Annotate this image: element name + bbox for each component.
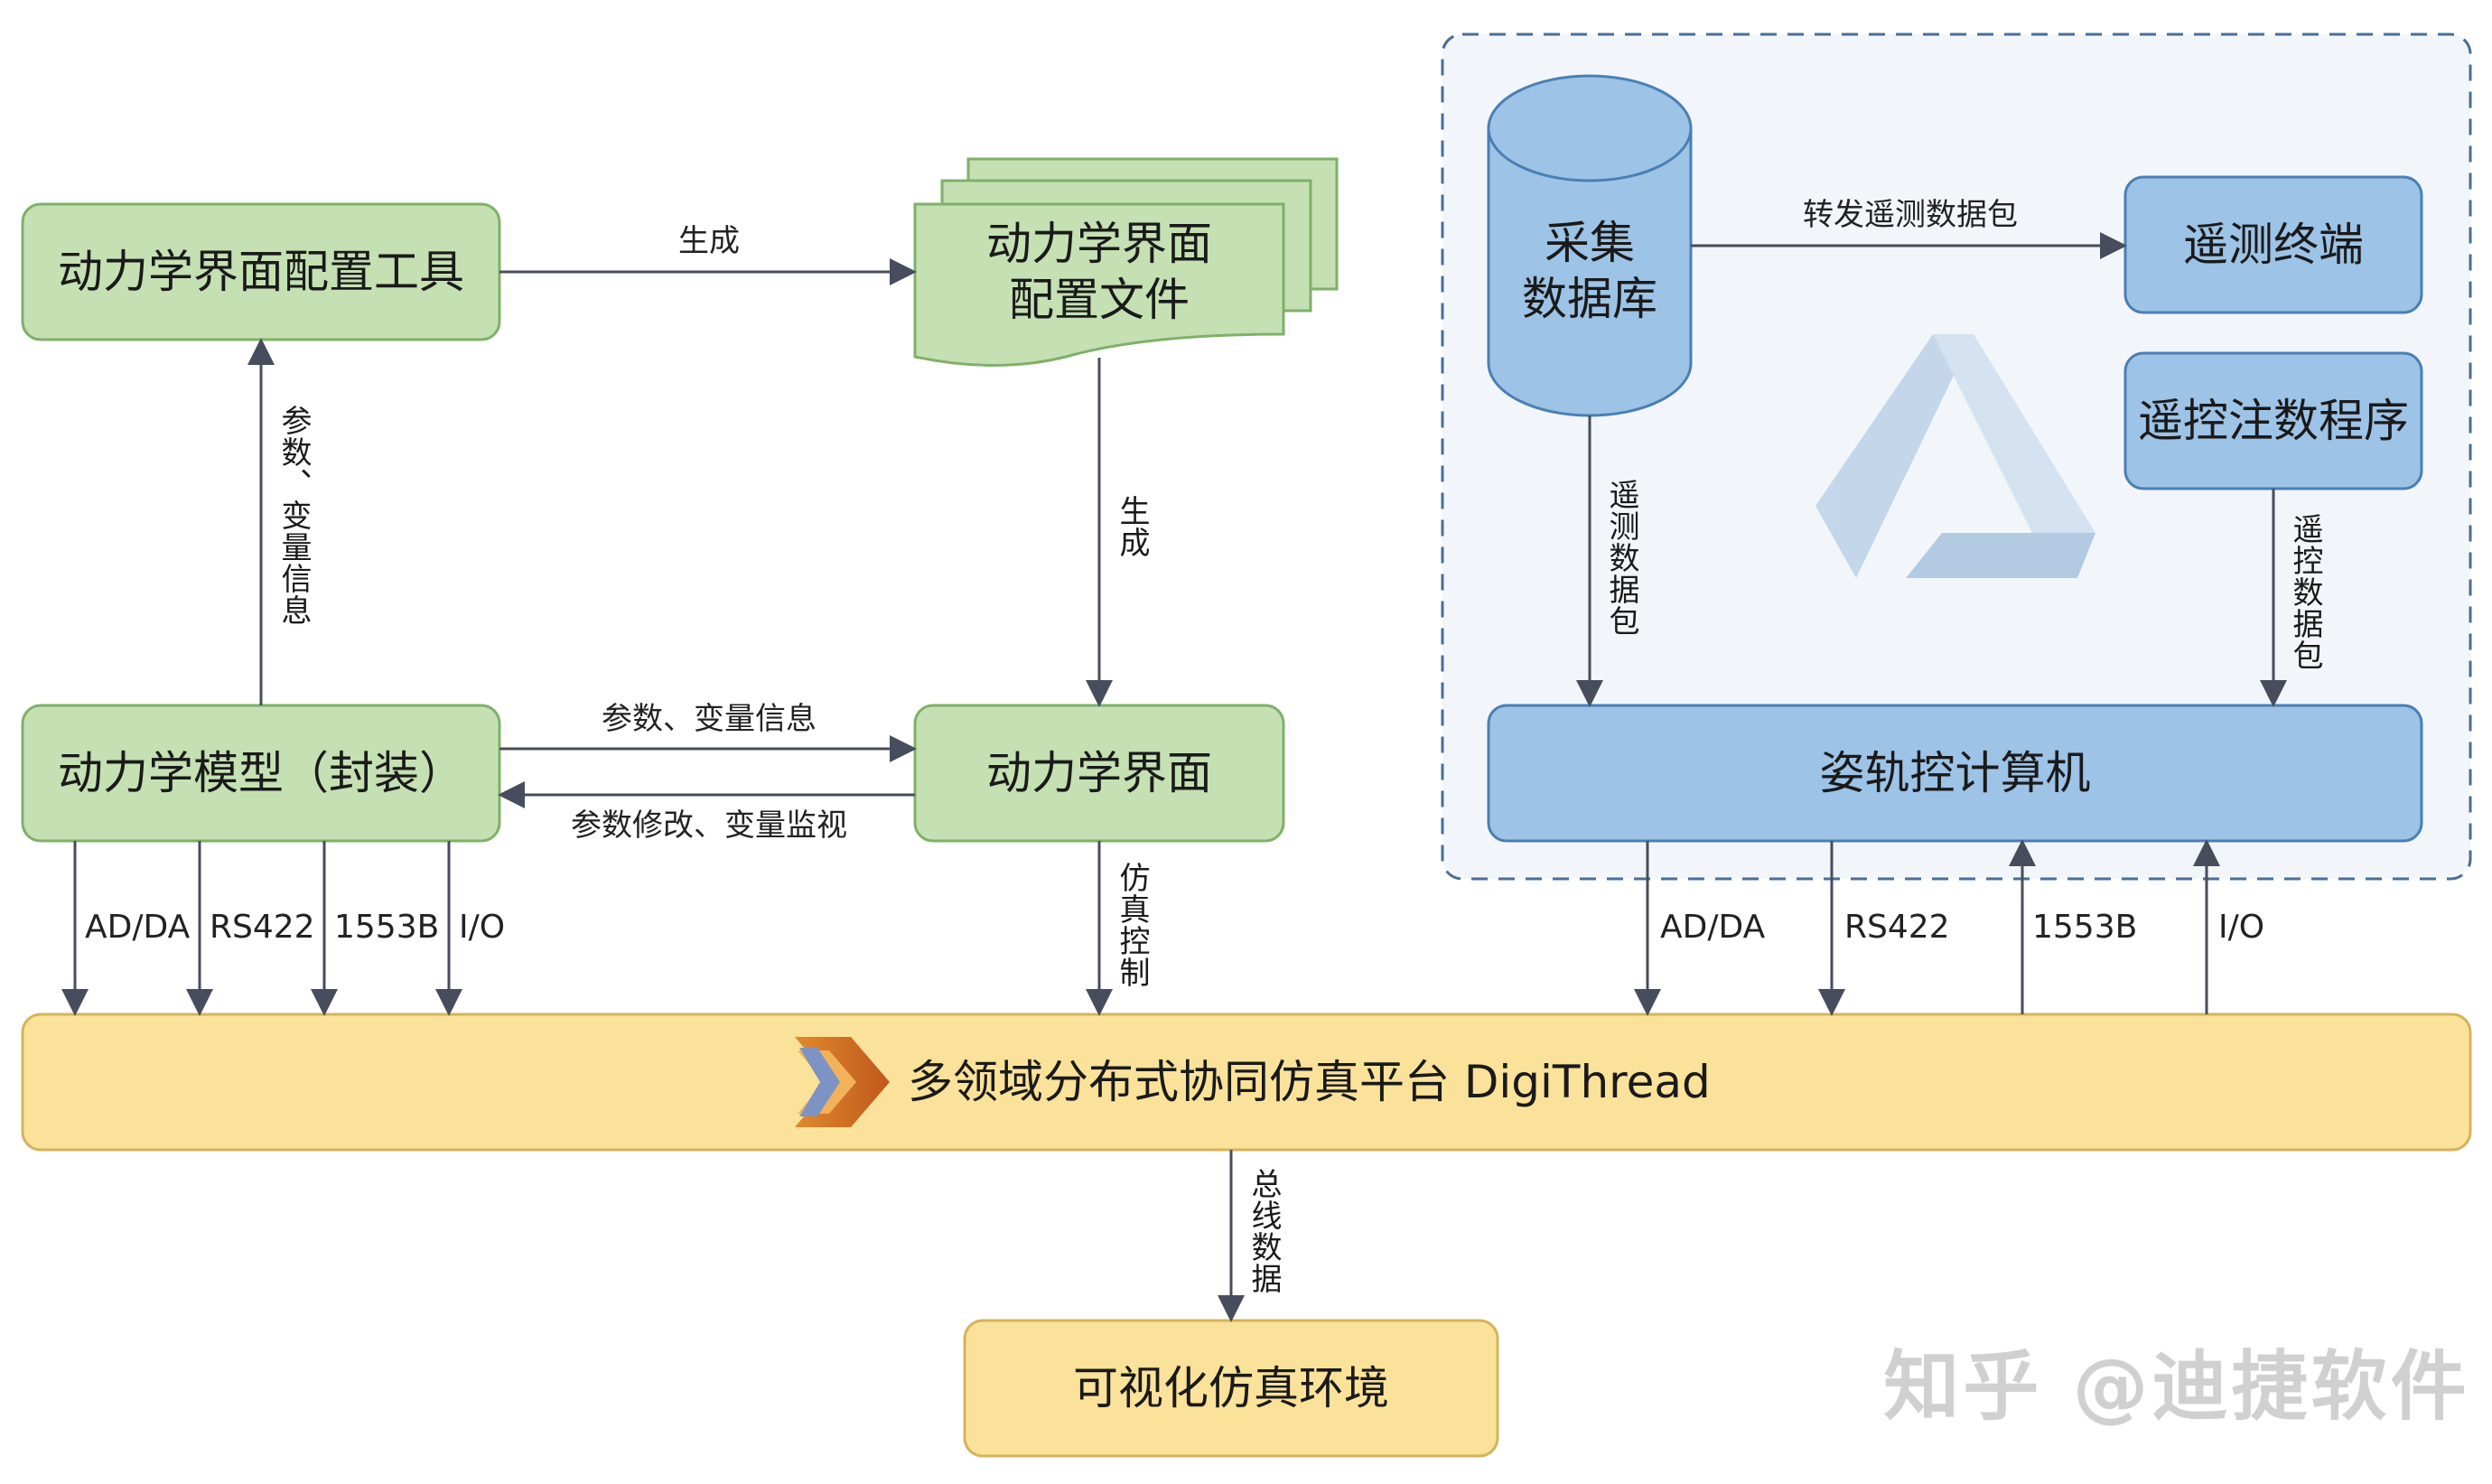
brand-logo-icon <box>1815 334 2095 578</box>
config-file-stack[interactable] <box>913 157 1339 367</box>
digithread-logo-icon <box>795 1037 890 1127</box>
platform-bar[interactable] <box>21 1013 2472 1152</box>
model-box[interactable] <box>21 704 501 843</box>
attitude-computer-box[interactable] <box>1487 704 2423 843</box>
telemetry-terminal-box[interactable] <box>2123 175 2423 314</box>
viz-box[interactable] <box>963 1319 1499 1458</box>
config-tool-box[interactable] <box>21 202 501 341</box>
telecommand-program-box[interactable] <box>2123 351 2423 490</box>
ui-box[interactable] <box>913 704 1285 843</box>
database-cylinder[interactable] <box>1487 74 1693 417</box>
